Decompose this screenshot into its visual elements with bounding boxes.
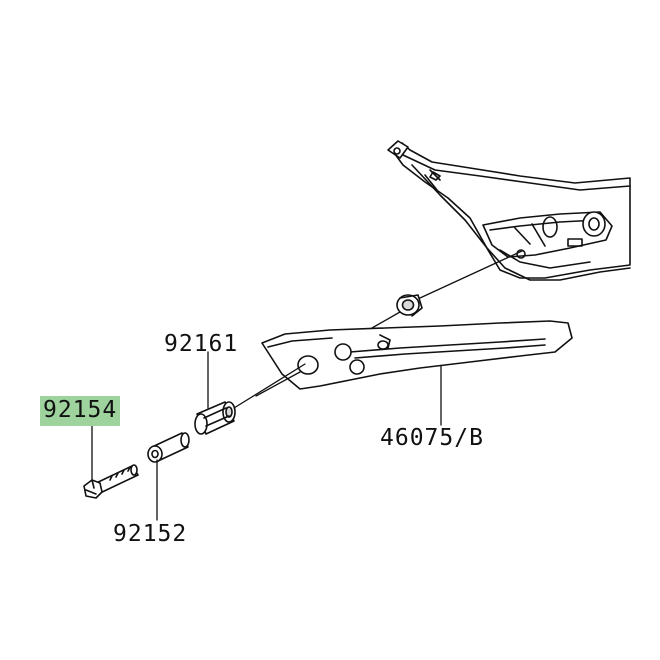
- bolt-92154: [83, 464, 139, 499]
- part-label-92161[interactable]: 92161: [164, 331, 239, 357]
- part-label-46075-b[interactable]: 46075/B: [380, 425, 484, 451]
- collar-92161: [194, 401, 236, 435]
- part-label-92152[interactable]: 92152: [113, 521, 188, 547]
- leader-lines: [91, 250, 523, 521]
- frame-bushing: [396, 294, 423, 317]
- part-label-92154[interactable]: 92154: [40, 396, 121, 426]
- sleeve-92152: [147, 432, 190, 463]
- frame-part: [387, 140, 631, 281]
- side-stand-bar: [261, 320, 573, 390]
